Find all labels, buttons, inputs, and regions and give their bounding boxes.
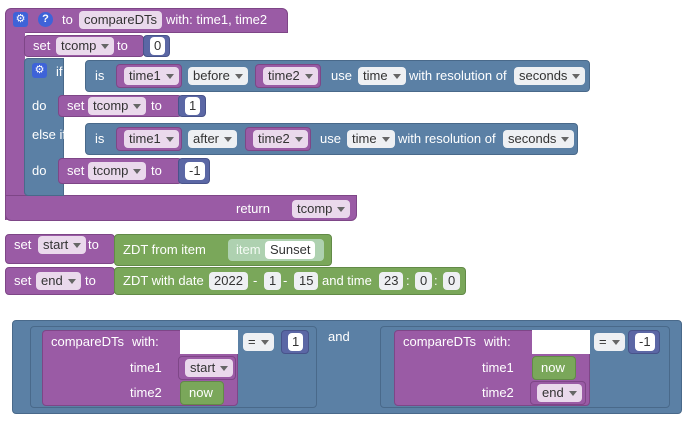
now-block[interactable]	[532, 356, 576, 380]
var-dropdown-tcomp[interactable]: tcomp	[88, 97, 147, 115]
hour-field[interactable]: 23	[379, 272, 404, 290]
operator-dropdown-before[interactable]: before	[188, 67, 248, 85]
to-label: to	[151, 163, 162, 178]
zdt-with-date-block[interactable]	[114, 267, 466, 295]
date-dash: -	[253, 273, 258, 288]
gear-icon[interactable]: ⚙	[13, 12, 28, 27]
var-dropdown-end[interactable]: end	[36, 272, 81, 290]
call-with-label: with:	[484, 334, 511, 349]
set-label: set	[33, 38, 51, 53]
operator-dropdown-after[interactable]: after	[188, 130, 238, 148]
and-time-label: and time	[322, 273, 372, 288]
procedure-name-field[interactable]: compareDTs	[79, 11, 162, 29]
return-label: return	[236, 201, 270, 216]
procedure-params-label: with: time1, time2	[166, 12, 268, 27]
number-field[interactable]: 1	[185, 97, 201, 115]
if-label: if	[56, 64, 63, 79]
minute-field[interactable]: 0	[415, 272, 433, 290]
set-label: set	[67, 98, 85, 113]
day-field[interactable]: 15	[294, 272, 319, 290]
var-dropdown-start[interactable]: start	[185, 359, 234, 377]
arg-time1-label: time1	[130, 360, 162, 375]
zdt-with-date-label: ZDT with date	[123, 273, 204, 288]
arg-time1-label: time1	[482, 360, 514, 375]
to-label: to	[88, 237, 99, 252]
time-colon: :	[406, 273, 410, 288]
use-label: use	[331, 68, 352, 83]
var-dropdown-tcomp[interactable]: tcomp	[56, 37, 115, 55]
procedure-body-frame	[5, 30, 25, 220]
param-dropdown-time2[interactable]: time2	[263, 67, 318, 85]
zdt-from-item-label: ZDT from item	[123, 242, 206, 257]
procedure-to-label: to	[62, 12, 73, 27]
help-icon[interactable]: ?	[38, 12, 53, 27]
var-dropdown-end[interactable]: end	[537, 384, 582, 402]
resolution-label: with resolution of	[398, 131, 496, 146]
now-label: now	[189, 385, 213, 400]
item-name-field[interactable]: Sunset	[265, 241, 316, 259]
unit-dropdown[interactable]: time	[358, 67, 406, 85]
number-field[interactable]: 0	[150, 37, 166, 55]
time-colon-2: :	[434, 273, 438, 288]
is-label: is	[95, 131, 105, 146]
number-field[interactable]: 1	[288, 333, 304, 351]
to-label: to	[151, 98, 162, 113]
equals-operator-dropdown[interactable]: =	[243, 333, 274, 351]
param-dropdown-time2[interactable]: time2	[253, 130, 308, 148]
to-label: to	[117, 38, 128, 53]
else-if-label: else if	[32, 127, 66, 142]
equals-operator-dropdown[interactable]: =	[594, 333, 625, 351]
do-label-2: do	[32, 163, 47, 178]
input-gap	[532, 330, 590, 354]
do-label: do	[32, 98, 47, 113]
year-field[interactable]: 2022	[209, 272, 248, 290]
input-gap	[180, 330, 238, 354]
month-field[interactable]: 1	[264, 272, 282, 290]
param-dropdown-time1[interactable]: time1	[124, 130, 179, 148]
var-dropdown-start[interactable]: start	[38, 236, 87, 254]
item-label: item	[236, 242, 261, 257]
call-name-label: compareDTs	[51, 334, 124, 349]
gear-icon[interactable]: ⚙	[32, 63, 47, 78]
number-field[interactable]: -1	[635, 333, 655, 351]
set-label: set	[67, 163, 85, 178]
set-label: set	[14, 237, 32, 252]
second-field[interactable]: 0	[443, 272, 461, 290]
arg-time2-label: time2	[482, 385, 514, 400]
set-label: set	[14, 273, 32, 288]
is-label: is	[95, 68, 105, 83]
and-label: and	[328, 329, 350, 344]
return-var-dropdown[interactable]: tcomp	[292, 200, 351, 218]
call-with-label: with:	[132, 334, 159, 349]
to-label: to	[85, 273, 96, 288]
precision-dropdown[interactable]: seconds	[514, 67, 586, 85]
now-label: now	[541, 360, 565, 375]
number-field[interactable]: -1	[185, 162, 205, 180]
date-dash-2: -	[283, 273, 288, 288]
precision-dropdown[interactable]: seconds	[503, 130, 575, 148]
arg-time2-label: time2	[130, 385, 162, 400]
var-dropdown-tcomp[interactable]: tcomp	[88, 162, 147, 180]
param-dropdown-time1[interactable]: time1	[124, 67, 179, 85]
use-label: use	[320, 131, 341, 146]
now-block[interactable]	[180, 381, 224, 405]
if-block[interactable]	[24, 58, 64, 196]
call-name-label: compareDTs	[403, 334, 476, 349]
unit-dropdown[interactable]: time	[347, 130, 395, 148]
resolution-label: with resolution of	[409, 68, 507, 83]
